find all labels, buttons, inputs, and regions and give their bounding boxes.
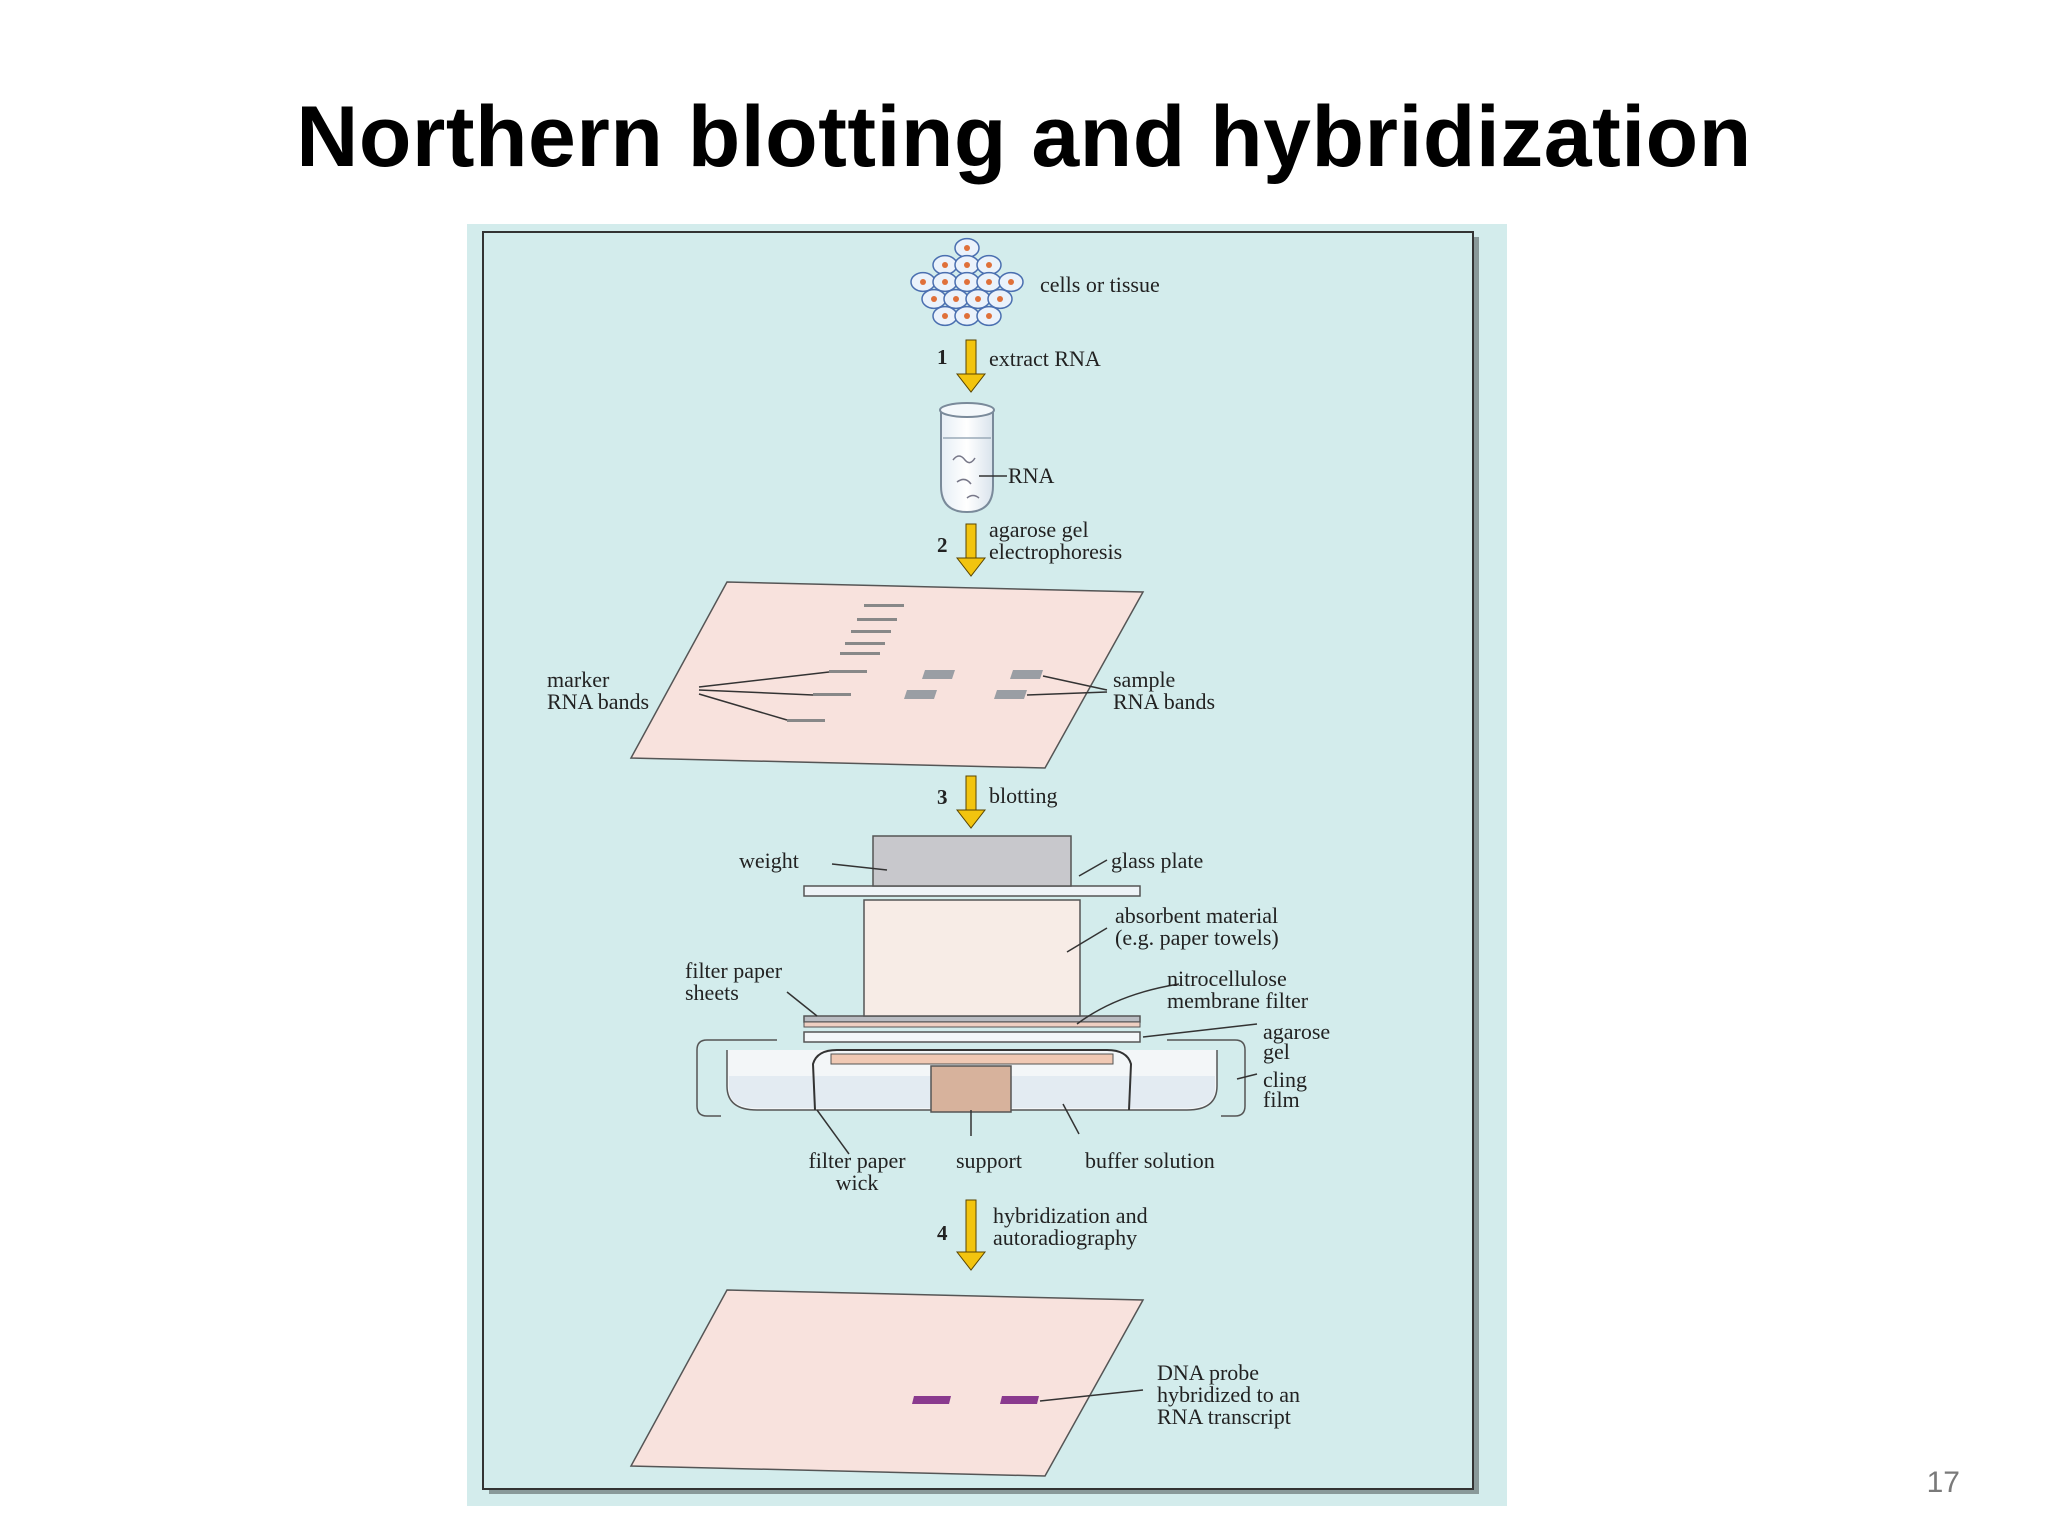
- nitrocellulose-membrane: [803, 1021, 1141, 1028]
- step-3-number: 3: [937, 785, 948, 809]
- nitrocellulose-label-line-1: nitrocellulose: [1167, 966, 1287, 991]
- step-4-label-line-2: autoradiography: [993, 1225, 1137, 1250]
- cell-nucleus: [953, 296, 959, 302]
- test-tube-icon: [939, 402, 1007, 514]
- cells-icon: [910, 237, 1024, 327]
- sample-label-line-2: RNA bands: [1113, 689, 1215, 714]
- slide-title: Northern blotting and hybridization: [296, 89, 1752, 185]
- sample-leader-lines: [1026, 675, 1108, 696]
- cell-nucleus: [964, 245, 970, 251]
- filter-sheets-label-line-1: filter paper: [685, 958, 783, 983]
- cling-film-label-line-2: film: [1263, 1087, 1300, 1112]
- cell-nucleus: [964, 313, 970, 319]
- slide-number: 17: [1926, 1466, 1960, 1499]
- marker-rna-bands: [787, 604, 904, 722]
- cling-film-label-line-1: cling: [1263, 1067, 1307, 1092]
- step-2-number: 2: [937, 533, 948, 557]
- cell-nucleus: [986, 279, 992, 285]
- agarose-gel-sheet: [629, 581, 1145, 769]
- step-3-arrow: [955, 775, 987, 829]
- probe-label-line-3: RNA transcript: [1157, 1404, 1291, 1429]
- step-2-arrow: [955, 523, 987, 577]
- step-2-label-line-1: agarose gel: [989, 517, 1089, 542]
- cell-nucleus: [920, 279, 926, 285]
- wick-top: [830, 1053, 1114, 1065]
- buffer-label: buffer solution: [1085, 1148, 1215, 1173]
- step-4-arrow: [955, 1199, 987, 1271]
- blot-leader-lines: [786, 859, 1258, 1155]
- cell-nucleus: [942, 313, 948, 319]
- rna-label: RNA: [1008, 463, 1055, 488]
- filter-paper-wick: [811, 1049, 1133, 1111]
- sample-label-line-1: sample: [1113, 667, 1175, 692]
- probe-label-line-2: hybridized to an: [1157, 1382, 1300, 1407]
- step-1-number: 1: [937, 345, 948, 369]
- cell-nucleus: [997, 296, 1003, 302]
- filter-sheets-label-line-2: sheets: [685, 980, 739, 1005]
- cling-film-left: [696, 1039, 777, 1117]
- wick-label-line-1: filter paper: [808, 1148, 906, 1173]
- weight-label: weight: [739, 848, 799, 873]
- cling-film-right: [1167, 1039, 1246, 1117]
- absorbent-material: [863, 899, 1081, 1017]
- cell-nucleus: [986, 313, 992, 319]
- probe-label-line-1: DNA probe: [1157, 1360, 1259, 1385]
- wick-label-line-2: wick: [836, 1170, 879, 1195]
- support-block: [930, 1065, 1012, 1113]
- agarose-gel-label-line-1: agarose: [1263, 1019, 1330, 1044]
- sample-rna-bands: [904, 670, 1043, 699]
- cell-nucleus: [964, 262, 970, 268]
- marker-label-line-2: RNA bands: [547, 689, 649, 714]
- step-2-label-line-2: electrophoresis: [989, 539, 1122, 564]
- marker-label-line-1: marker: [547, 667, 610, 692]
- support-label: support: [956, 1148, 1022, 1173]
- step-1-arrow: [955, 339, 987, 393]
- cell-nucleus: [975, 296, 981, 302]
- diagram-svg: cells or tissue 1 extract RNA RNA 2 agar…: [467, 224, 1507, 1506]
- probe-bands: [912, 1396, 1039, 1404]
- absorbent-label-line-1: absorbent material: [1115, 903, 1278, 928]
- cell-nucleus: [986, 262, 992, 268]
- cell-nucleus: [931, 296, 937, 302]
- cell-nucleus: [964, 279, 970, 285]
- marker-leader-lines: [698, 671, 830, 721]
- cell-nucleus: [942, 262, 948, 268]
- absorbent-label-line-2: (e.g. paper towels): [1115, 925, 1279, 950]
- step-3-label: blotting: [989, 783, 1057, 808]
- probe-leader-line: [1039, 1389, 1144, 1402]
- cell-nucleus: [942, 279, 948, 285]
- agarose-gel-label-line-2: gel: [1263, 1039, 1290, 1064]
- hybridized-membrane: [629, 1289, 1145, 1477]
- glass-plate: [803, 885, 1141, 897]
- weight-block: [872, 835, 1072, 887]
- nitrocellulose-label-line-2: membrane filter: [1167, 988, 1309, 1013]
- filter-paper-sheets: [803, 1015, 1141, 1023]
- blot-agarose-gel: [803, 1031, 1141, 1043]
- cells-label: cells or tissue: [1040, 272, 1160, 297]
- step-1-label: extract RNA: [989, 346, 1101, 371]
- northern-blot-figure: cells or tissue 1 extract RNA RNA 2 agar…: [467, 224, 1507, 1506]
- cell-nucleus: [1008, 279, 1014, 285]
- step-4-number: 4: [937, 1221, 948, 1245]
- step-4-label-line-1: hybridization and: [993, 1203, 1148, 1228]
- glass-plate-label: glass plate: [1111, 848, 1203, 873]
